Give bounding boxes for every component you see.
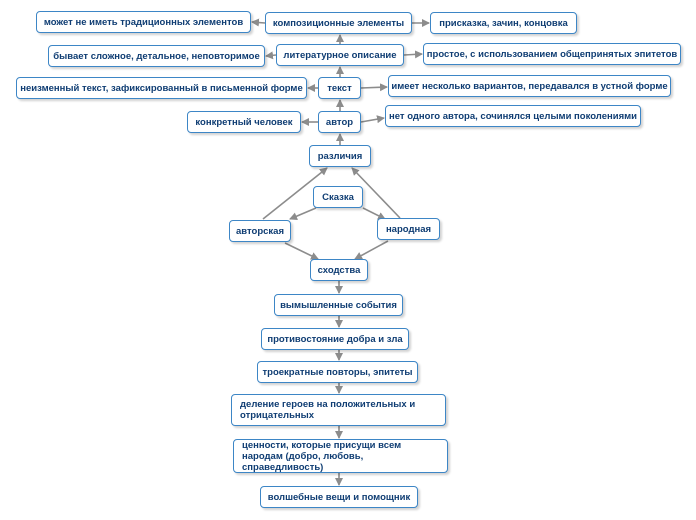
edge-avtorskaya-skhodstva xyxy=(284,242,319,260)
node-tekst-left[interactable]: неизменный текст, зафиксированный в пись… xyxy=(16,77,307,99)
node-avtor-right[interactable]: нет одного автора, сочинялся целыми поко… xyxy=(385,105,641,127)
node-skazka[interactable]: Сказка xyxy=(313,186,363,208)
node-avtor-left[interactable]: конкретный человек xyxy=(187,111,301,133)
edge-lit-left xyxy=(265,51,277,60)
node-sim-4[interactable]: деление героев на положительных и отрица… xyxy=(231,394,446,426)
edge-tekst-right xyxy=(360,83,388,92)
node-lit-left[interactable]: бывает сложное, детальное, неповторимое xyxy=(48,45,265,67)
node-sim-1[interactable]: вымышленные события xyxy=(274,294,403,316)
edge-skazka-avtorskaya xyxy=(289,207,317,220)
node-komp-right[interactable]: присказка, зачин, концовка xyxy=(430,12,577,34)
edge-narodnaya-razlichiya xyxy=(351,167,401,219)
node-tekst-right[interactable]: имеет несколько вариантов, передавался в… xyxy=(388,75,671,97)
node-sim-2[interactable]: противостояние добра и зла xyxy=(261,328,409,350)
node-sim-6[interactable]: волшебные вещи и помощник xyxy=(260,486,418,508)
node-komp-left[interactable]: может не иметь традиционных элементов xyxy=(36,11,251,33)
node-sim-3[interactable]: троекратные повторы, эпитеты xyxy=(257,361,418,383)
edge-lit-right xyxy=(403,50,423,59)
node-tekst[interactable]: текст xyxy=(318,77,361,99)
node-lit[interactable]: литературное описание xyxy=(276,44,404,66)
edge-avtor-right xyxy=(360,115,385,124)
node-razlichiya[interactable]: различия xyxy=(309,145,371,167)
node-avtorskaya[interactable]: авторская xyxy=(229,220,291,242)
edge-komp-left xyxy=(251,18,266,27)
edge-narodnaya-skhodstva xyxy=(354,240,389,260)
node-komp[interactable]: композиционные элементы xyxy=(265,12,412,34)
node-sim-5[interactable]: ценности, которые присущи всем народам (… xyxy=(233,439,448,473)
node-narodnaya[interactable]: народная xyxy=(377,218,440,240)
edge-skazka-narodnaya xyxy=(362,207,386,220)
node-skhodstva[interactable]: сходства xyxy=(310,259,368,281)
node-lit-right[interactable]: простое, с использованием общепринятых э… xyxy=(423,43,681,65)
edge-avtorskaya-razlichiya xyxy=(262,167,328,220)
node-avtor[interactable]: автор xyxy=(318,111,361,133)
